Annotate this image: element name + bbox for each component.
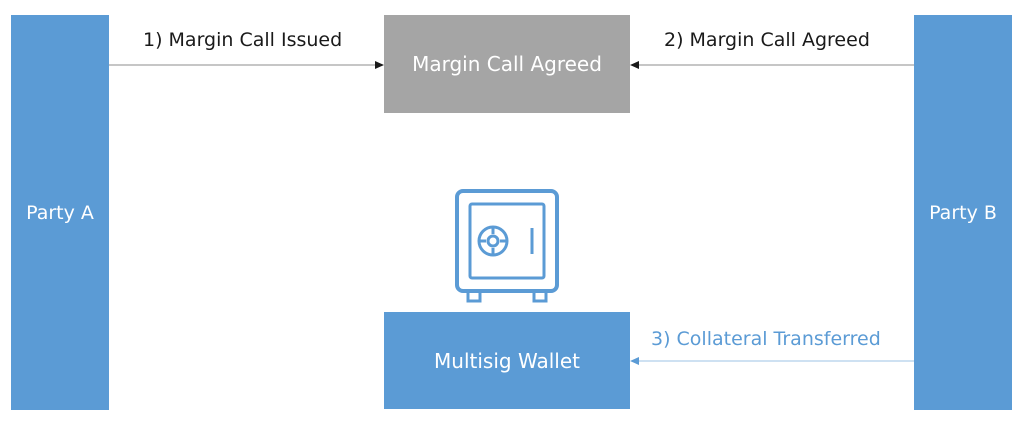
- safe-icon: [455, 189, 559, 303]
- edge-label-step2: 2) Margin Call Agreed: [664, 29, 870, 51]
- party-a-node: Party A: [11, 15, 109, 410]
- edge-arrow-step2: [630, 61, 914, 69]
- margin-call-agreed-node: Margin Call Agreed: [384, 15, 630, 113]
- multisig-wallet-node: Multisig Wallet: [384, 312, 630, 409]
- multisig-wallet-label: Multisig Wallet: [434, 348, 580, 373]
- edge-arrow-step1: [109, 61, 384, 69]
- party-b-label: Party B: [929, 201, 997, 224]
- edge-arrow-step3: [630, 357, 914, 365]
- party-b-node: Party B: [914, 15, 1012, 410]
- margin-call-agreed-label: Margin Call Agreed: [412, 52, 602, 76]
- party-a-label: Party A: [26, 201, 94, 224]
- edge-label-step3: 3) Collateral Transferred: [651, 328, 881, 350]
- edge-label-step1: 1) Margin Call Issued: [143, 29, 343, 51]
